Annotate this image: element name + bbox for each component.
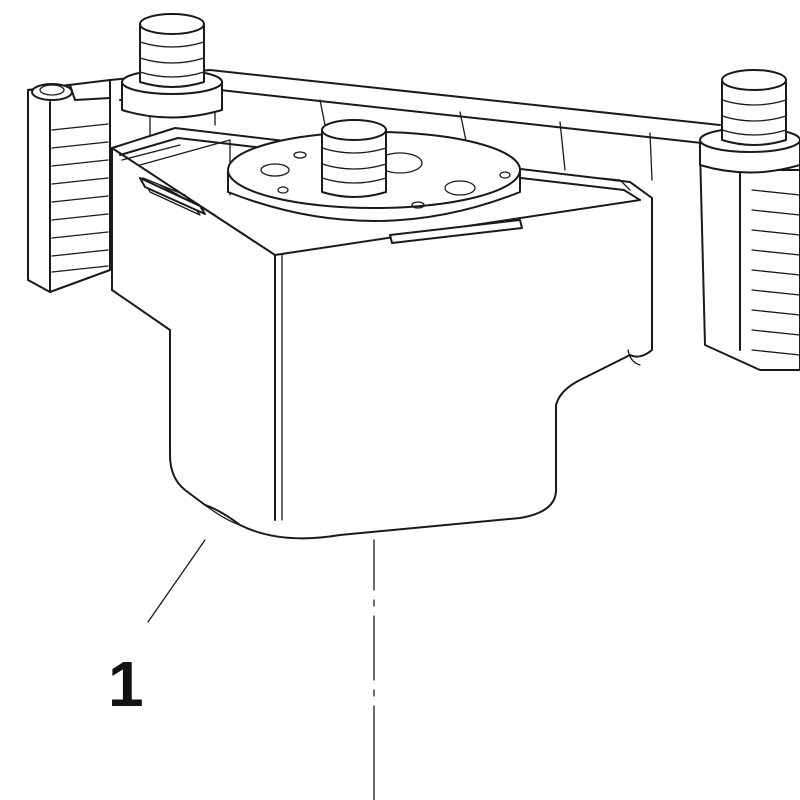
callout-leader-line bbox=[147, 539, 206, 623]
central-spindle bbox=[321, 119, 387, 198]
callout-1: 1 bbox=[108, 539, 206, 720]
right-rail bbox=[699, 149, 800, 371]
post-right bbox=[699, 69, 800, 174]
post-back-left bbox=[121, 13, 223, 119]
left-rail bbox=[27, 79, 111, 293]
left-rail-ribs bbox=[51, 123, 109, 273]
right-rail-ribs bbox=[751, 189, 800, 356]
housing-body bbox=[111, 127, 653, 540]
callout-label: 1 bbox=[108, 648, 144, 720]
